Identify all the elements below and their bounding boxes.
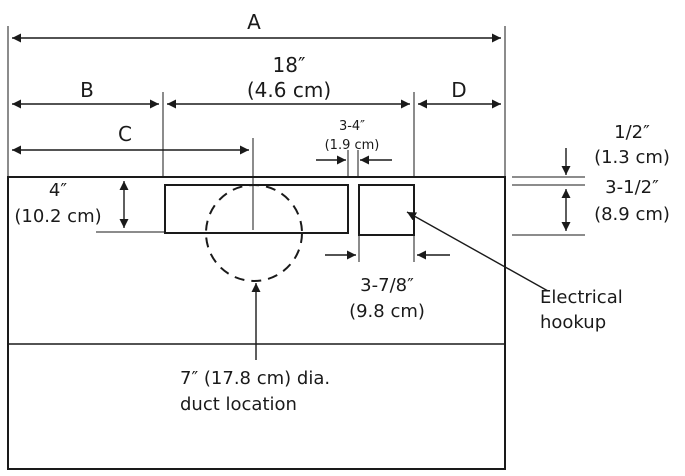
label-a: A — [247, 10, 261, 34]
label-small-box-cm: (9.8 cm) — [349, 301, 425, 322]
label-18-in: 18″ — [273, 53, 306, 77]
duct-circle — [205, 184, 303, 282]
label-gap-in: 3-4″ — [339, 119, 365, 134]
label-box-height-cm: (8.9 cm) — [594, 204, 670, 225]
label-gap-cm: (1.9 cm) — [325, 138, 380, 153]
label-d: D — [451, 78, 466, 102]
label-18-cm: (4.6 cm) — [247, 78, 331, 102]
label-c: C — [118, 122, 132, 146]
electrical-cutout — [358, 184, 415, 236]
label-4-cm: (10.2 cm) — [14, 206, 101, 227]
label-duct-1: 7″ (17.8 cm) dia. — [180, 368, 330, 389]
label-b: B — [80, 78, 94, 102]
label-top-in: 1/2″ — [614, 122, 650, 143]
label-duct-2: duct location — [180, 394, 297, 415]
label-electrical-2: hookup — [540, 312, 606, 333]
large-cutout — [164, 184, 349, 234]
label-electrical-1: Electrical — [540, 287, 623, 308]
label-small-box-in: 3-7/8″ — [360, 275, 414, 296]
cabinet-outline — [7, 176, 506, 470]
label-4-in: 4″ — [49, 180, 67, 201]
electrical-leader — [406, 211, 549, 292]
label-top-cm: (1.3 cm) — [594, 147, 670, 168]
label-box-height-in: 3-1/2″ — [605, 177, 659, 198]
